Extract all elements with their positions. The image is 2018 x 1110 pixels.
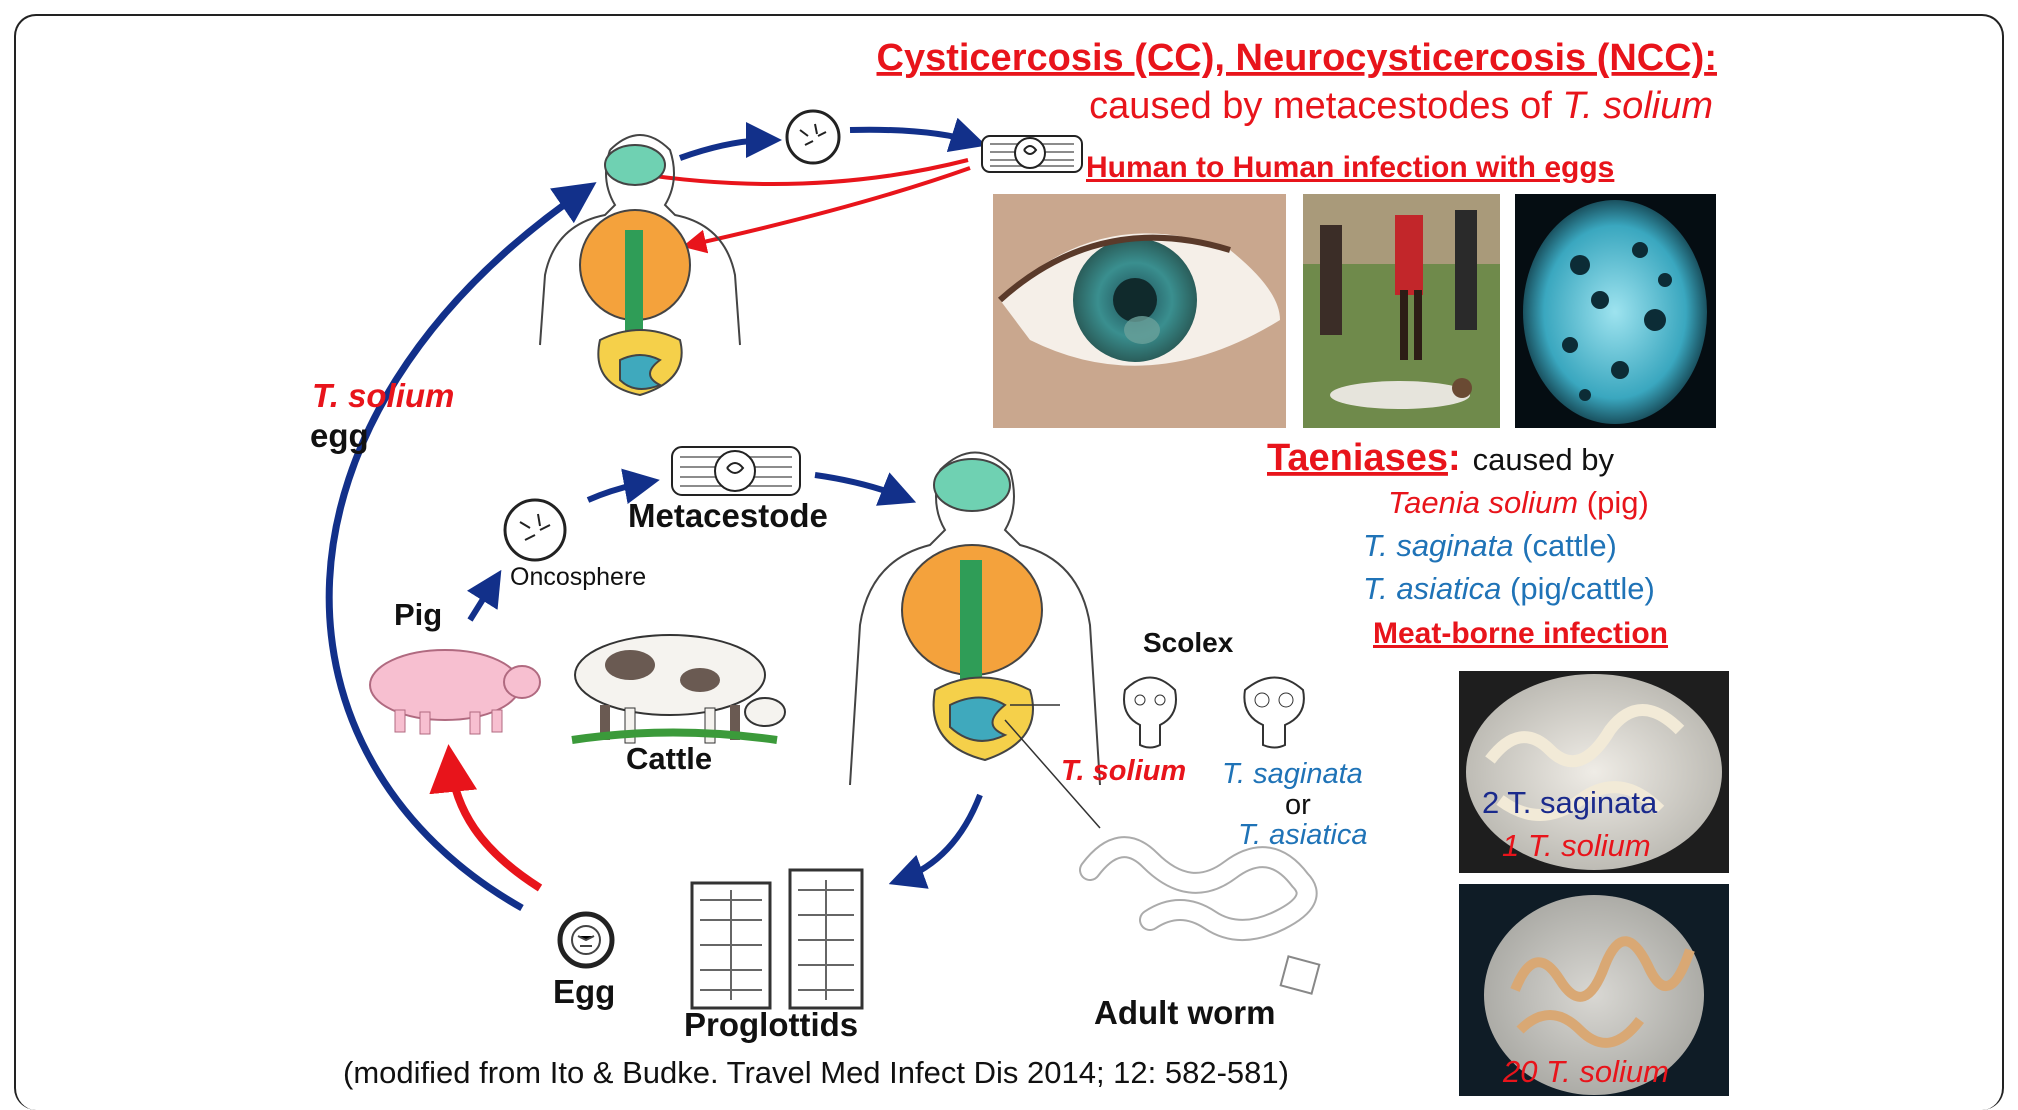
pig-illustration	[369, 649, 541, 735]
scolex-label: Scolex	[1143, 627, 1234, 658]
eye-photo	[993, 194, 1286, 428]
metacestode-label: Metacestode	[628, 497, 828, 534]
dish-photo-1: 2 T. saginata 1 T. solium	[1459, 671, 1729, 873]
human-figure-bottom	[849, 451, 1101, 829]
red-arrow-brain	[607, 158, 969, 186]
dish2-label: 20 T. solium	[1502, 1054, 1669, 1089]
taeniases-species-3: T. asiatica (pig/cattle)	[1363, 571, 1655, 606]
proglottids-label: Proglottids	[684, 1006, 858, 1043]
dish-photo-2: 20 T. solium	[1459, 884, 1729, 1096]
meat-borne-label: Meat-borne infection	[1373, 617, 1668, 650]
adult-worm-label: Adult worm	[1094, 994, 1275, 1031]
egg-illustration	[557, 911, 615, 969]
egg-to-pig-arrow	[429, 744, 543, 892]
scolex-asiatica-label: T. asiatica	[1238, 819, 1368, 851]
human-to-proglottids-arrow	[888, 793, 983, 889]
taeniases-heading: Taeniases:caused by	[1267, 437, 1614, 479]
taeniases-species-2: T. saginata (cattle)	[1363, 528, 1617, 563]
oncosphere-bottom	[503, 498, 567, 562]
egg-species-label: T. solium	[312, 377, 454, 414]
figure-frame	[14, 14, 2004, 1110]
header-title: Cysticercosis (CC), Neurocysticercosis (…	[877, 37, 1718, 79]
proglottids-illustration	[690, 868, 864, 1010]
human-to-human-label: Human to Human infection with eggs	[1086, 151, 1614, 184]
scolex-solium-label: T. solium	[1061, 755, 1186, 787]
cattle-illustration	[571, 634, 786, 744]
patients-photo	[1303, 194, 1500, 428]
egg-word-label: egg	[310, 417, 369, 454]
top-human-to-oncosphere-arrow	[678, 122, 782, 161]
oncosphere-label: Oncosphere	[510, 563, 646, 591]
egg-to-human-arc	[325, 182, 597, 912]
metacestode-bottom	[671, 446, 801, 496]
header-subtitle: caused by metacestodes of T. solium	[1089, 85, 1713, 127]
taeniases-species-1: Taenia solium (pig)	[1388, 485, 1649, 520]
pig-to-oncosphere-arrow	[467, 569, 502, 622]
top-oncosphere-to-metacestode-arrow	[849, 117, 987, 153]
scolex-saginata-illustration	[1243, 676, 1305, 749]
cattle-label: Cattle	[626, 741, 712, 776]
metacestode-top	[981, 135, 1083, 173]
metacestode-to-human-arrow	[814, 472, 917, 506]
oncosphere-to-metacestode-arrow	[586, 468, 660, 505]
dish1-label-2: 1 T. solium	[1502, 828, 1651, 863]
egg-label: Egg	[553, 973, 615, 1010]
adult-worm-illustration	[1079, 836, 1321, 995]
pig-label: Pig	[394, 597, 442, 632]
oncosphere-top	[785, 109, 841, 165]
scolex-or-label: or	[1285, 789, 1311, 821]
dish1-label-1: 2 T. saginata	[1482, 785, 1658, 820]
scolex-solium-illustration	[1123, 676, 1177, 749]
red-arrow-body	[682, 166, 971, 254]
citation: (modified from Ito & Budke. Travel Med I…	[343, 1055, 1289, 1090]
brain-ct-photo	[1515, 194, 1716, 428]
scolex-saginata-label: T. saginata	[1222, 758, 1363, 790]
human-figure-top	[539, 134, 741, 397]
